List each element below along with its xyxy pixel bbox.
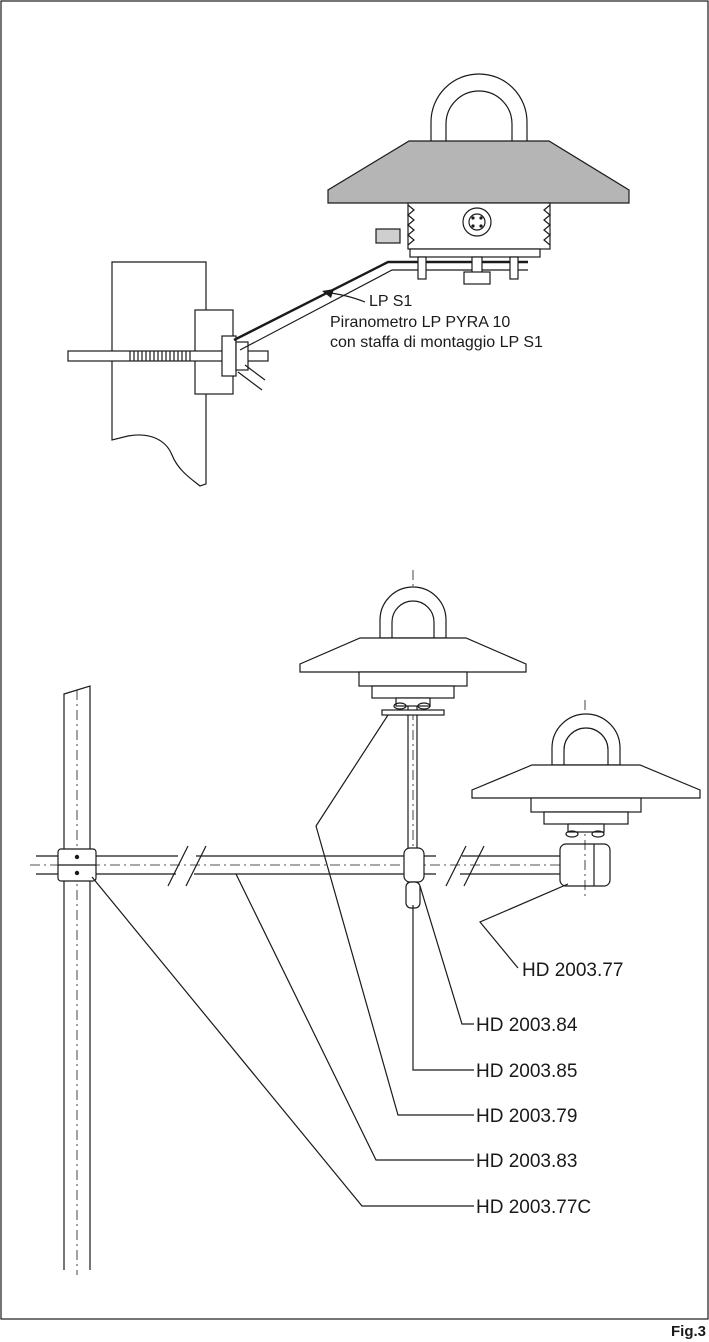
washer bbox=[235, 341, 249, 371]
base-plate bbox=[409, 248, 541, 258]
rod-thread-marks bbox=[129, 351, 191, 361]
caption-line-1: Piranometro LP PYRA 10 bbox=[330, 314, 510, 331]
bracket-label: LP S1 bbox=[369, 293, 412, 310]
leader-hd-2003-85 bbox=[412, 905, 474, 1071]
boom-break-2 bbox=[445, 845, 485, 887]
shade-disc-2 bbox=[299, 637, 527, 673]
leader-hd-2003-84 bbox=[419, 885, 474, 1025]
level-bubble bbox=[375, 228, 401, 244]
bracket-lower-end bbox=[237, 364, 266, 391]
caption-line-2: con staffa di montaggio LP S1 bbox=[330, 334, 543, 351]
pyranometer-top bbox=[327, 73, 630, 285]
leader-hd-2003-79 bbox=[315, 714, 474, 1116]
mounting-bracket-inner bbox=[239, 269, 528, 351]
bracket-leader-arrow bbox=[322, 289, 334, 298]
dome-inner bbox=[445, 90, 513, 143]
rod-boom-joint bbox=[403, 847, 425, 883]
connector-inner bbox=[468, 213, 486, 231]
rod-lower-end bbox=[405, 881, 421, 909]
callout-hd-2003-77: HD 2003.77 bbox=[522, 960, 623, 981]
leader-hd-2003-83 bbox=[235, 873, 474, 1161]
boom-break-1 bbox=[167, 845, 207, 887]
body-left-rib bbox=[407, 204, 415, 246]
shade-disc-3 bbox=[471, 764, 701, 799]
threaded-rod bbox=[67, 350, 269, 362]
callout-hd-2003-77c: HD 2003.77C bbox=[476, 1197, 591, 1218]
wall-mount-assembly: LP S1 Piranometro LP PYRA 10 con staffa … bbox=[67, 260, 543, 487]
leader-hd-2003-77 bbox=[479, 883, 569, 969]
callout-hd-2003-85: HD 2003.85 bbox=[476, 1061, 577, 1082]
callout-hd-2003-83: HD 2003.83 bbox=[476, 1151, 577, 1172]
leveling-screw-left bbox=[417, 256, 427, 280]
leader-hd-2003-77c bbox=[91, 876, 474, 1207]
figure-label: Fig.3 bbox=[671, 1323, 706, 1340]
center-nut bbox=[463, 271, 491, 285]
mast-mount-assembly bbox=[30, 570, 611, 1275]
callout-hd-2003-79: HD 2003.79 bbox=[476, 1106, 577, 1127]
shade-disc bbox=[327, 140, 630, 204]
nut bbox=[221, 335, 237, 377]
leveling-screw-right bbox=[509, 256, 519, 280]
pyranometer-rod bbox=[299, 586, 527, 716]
callout-leaders bbox=[91, 714, 569, 1207]
horizontal-boom bbox=[36, 855, 560, 875]
rod-mount-plate bbox=[381, 709, 445, 716]
connector-icon bbox=[462, 207, 492, 237]
body-right-rib bbox=[543, 204, 551, 246]
pyranometer-end bbox=[471, 713, 701, 838]
wall-section bbox=[111, 261, 207, 487]
callout-hd-2003-84: HD 2003.84 bbox=[476, 1015, 578, 1036]
